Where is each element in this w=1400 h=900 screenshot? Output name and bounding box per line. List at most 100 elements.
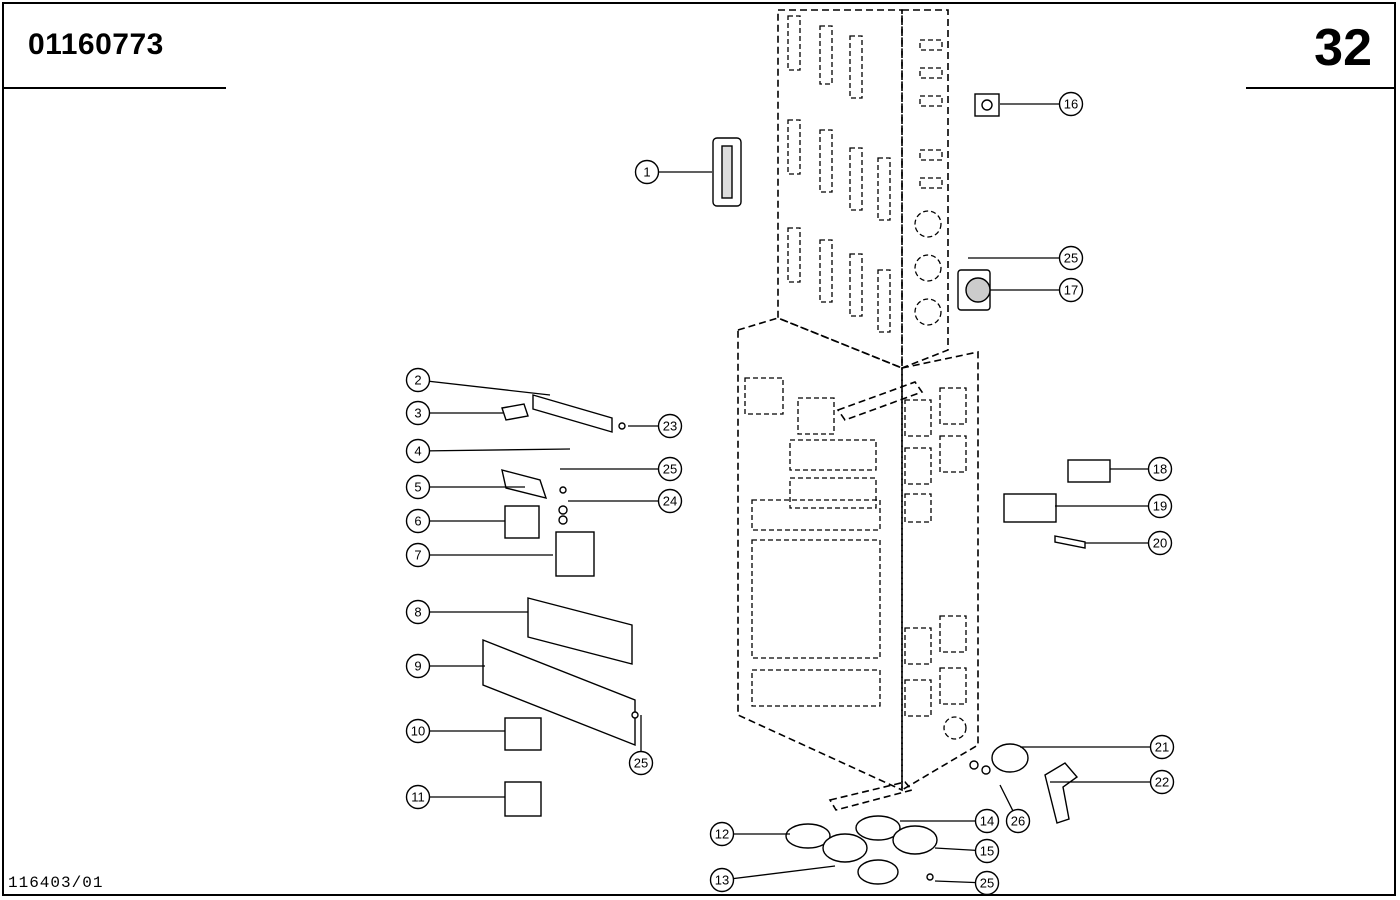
callout-number: 26: [1011, 814, 1025, 829]
callout-number: 10: [411, 724, 425, 739]
callout-9: 9: [405, 653, 485, 679]
callout-number: 25: [980, 876, 994, 891]
part-12-flange-connector: [785, 823, 831, 849]
callout-7: 7: [405, 542, 553, 568]
callout-14: 14: [900, 808, 1000, 834]
part-3-clip: [501, 403, 529, 421]
callout-17: 17: [990, 277, 1084, 303]
callout-23: 23: [628, 413, 683, 439]
callout-number: 12: [715, 827, 729, 842]
callout-circle: [405, 508, 431, 534]
callout-12: 12: [709, 821, 790, 847]
callout-circle: [1149, 769, 1175, 795]
callout-number: 23: [663, 419, 677, 434]
callout-circle: [634, 159, 660, 185]
part-20-contact: [1054, 535, 1086, 549]
callout-3: 3: [405, 400, 503, 426]
callout-circle: [1058, 91, 1084, 117]
callout-circle: [1058, 245, 1084, 271]
callout-number: 13: [715, 873, 729, 888]
callout-25: 25: [934, 870, 1000, 896]
callout-19: 19: [1055, 493, 1173, 519]
callout-circle: [657, 488, 683, 514]
callout-11: 11: [405, 784, 505, 810]
callout-number: 6: [414, 514, 421, 529]
part-10-relay-socket: [504, 717, 542, 751]
callout-circle: [1058, 277, 1084, 303]
callout-circle: [709, 821, 735, 847]
callout-circle: [1149, 734, 1175, 760]
callout-number: 25: [634, 756, 648, 771]
callout-6: 6: [405, 508, 505, 534]
part-11-relay-socket: [504, 781, 542, 817]
header-rule-left: [2, 87, 226, 89]
callout-layer: 1234567891011121314151617181920212223242…: [405, 91, 1175, 896]
part-14-flange-connector: [855, 815, 901, 841]
callout-circle: [405, 474, 431, 500]
callout-circle: [405, 367, 431, 393]
header-rule-right: [1246, 87, 1396, 89]
callout-1: 1: [634, 159, 712, 185]
callout-leader-line: [417, 379, 551, 396]
callout-25: 25: [560, 456, 683, 482]
callout-number: 8: [414, 605, 421, 620]
callout-number: 9: [414, 659, 421, 674]
callout-circle: [657, 413, 683, 439]
callout-circle: [405, 599, 431, 625]
callout-circle: [405, 653, 431, 679]
callout-circle: [974, 838, 1000, 864]
callout-13: 13: [709, 865, 836, 893]
callout-circle: [1147, 493, 1173, 519]
callout-number: 25: [1064, 251, 1078, 266]
callout-18: 18: [1110, 456, 1173, 482]
callout-22: 22: [1050, 769, 1175, 795]
callout-circle: [405, 438, 431, 464]
callout-leader-line: [721, 865, 836, 881]
part-22-plug: [1044, 762, 1079, 824]
callout-4: 4: [405, 438, 571, 464]
cabinet-cutouts: [744, 15, 967, 740]
callout-24: 24: [568, 488, 683, 514]
callout-2: 2: [405, 367, 551, 396]
callout-number: 19: [1153, 499, 1167, 514]
callout-26: 26: [999, 784, 1031, 834]
callout-number: 15: [980, 844, 994, 859]
callout-circle: [1147, 456, 1173, 482]
callout-8: 8: [405, 599, 528, 625]
part-7-relay: [555, 531, 595, 577]
callout-number: 7: [414, 548, 421, 563]
callout-circle: [405, 718, 431, 744]
part-21-socket: [991, 743, 1029, 773]
page-number: 32: [1314, 19, 1372, 77]
callout-leader-line: [417, 448, 571, 452]
callout-number: 11: [411, 790, 425, 805]
callout-circle: [405, 542, 431, 568]
callout-number: 3: [414, 406, 421, 421]
callout-circle: [628, 750, 654, 776]
part-18-connector: [1067, 459, 1111, 483]
callout-number: 16: [1064, 97, 1078, 112]
callout-number: 22: [1155, 775, 1169, 790]
callout-number: 1: [643, 165, 650, 180]
callout-number: 2: [414, 373, 421, 388]
callout-circle: [974, 808, 1000, 834]
part-15-flange-connector: [892, 825, 938, 855]
part-2-terminal-strip: [532, 394, 613, 433]
callout-number: 4: [414, 444, 421, 459]
callout-circle: [657, 456, 683, 482]
part-5-bracket: [501, 469, 548, 499]
part-13-flange-connector: [822, 833, 868, 863]
part-8-terminal-block: [527, 597, 633, 665]
callout-circle: [1147, 530, 1173, 556]
callout-number: 25: [663, 462, 677, 477]
callout-number: 18: [1153, 462, 1167, 477]
callout-circle: [1005, 808, 1031, 834]
callout-number: 24: [663, 494, 677, 509]
callout-circle: [974, 870, 1000, 896]
part-6-relay-base: [504, 505, 540, 539]
callout-circle: [405, 400, 431, 426]
callout-20: 20: [1085, 530, 1173, 556]
reference-code: 116403/01: [8, 874, 104, 892]
